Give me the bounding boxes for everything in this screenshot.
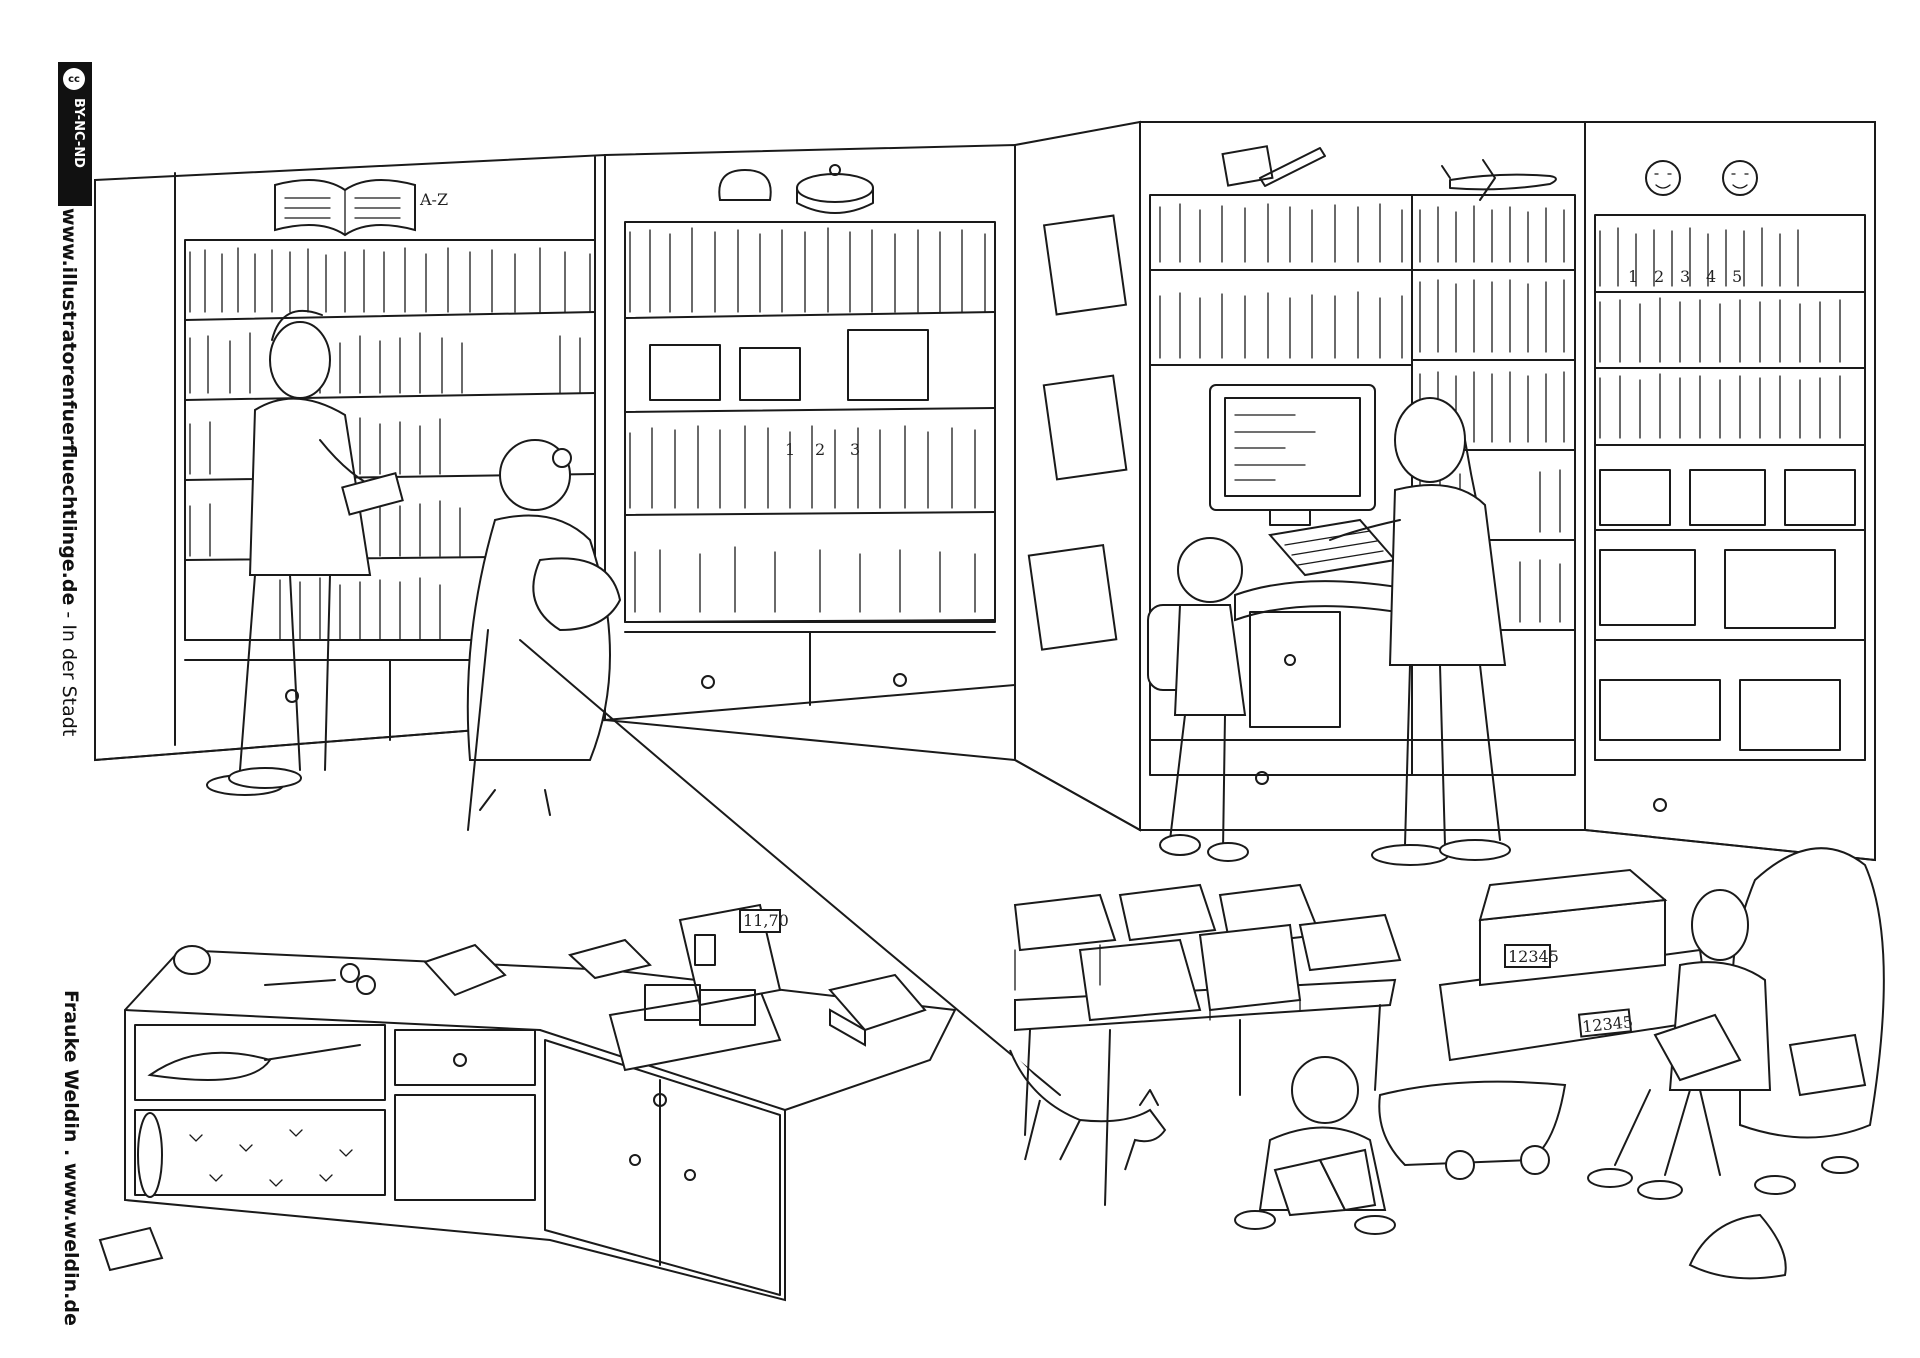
kids-faces-sign-icon [1645, 160, 1758, 196]
gift-package [423, 943, 507, 997]
woman-at-computer [1329, 397, 1511, 866]
bookseller-man [206, 310, 404, 796]
cash-register[interactable]: 11,70 [608, 903, 789, 1072]
child-reading-on-floor [1234, 1056, 1396, 1235]
dog-leash [519, 639, 1061, 1096]
computer-monitor[interactable] [1209, 384, 1376, 526]
kids-number-4: 4 [1706, 267, 1716, 286]
cooking-sign-icon [718, 164, 874, 214]
boy-with-backpack [1147, 537, 1249, 862]
scissors [264, 963, 376, 995]
shelf-number-3: 3 [850, 440, 860, 459]
dog [1009, 1049, 1167, 1171]
writing-sign-icon [1221, 145, 1326, 187]
book-table [1013, 883, 1402, 1206]
shipping-boxes: 12345 12345 [1438, 868, 1712, 1062]
kids-number-5: 5 [1732, 267, 1742, 286]
shelf-unit-right [1584, 121, 1876, 862]
books-middle-rows: 1 2 3 [629, 227, 986, 613]
book-sign-icon [274, 179, 416, 237]
tape-dispenser [173, 945, 211, 975]
note-on-floor [98, 1226, 164, 1272]
shelf-number-2: 2 [815, 440, 825, 459]
airplane-sign-icon [1441, 159, 1557, 201]
register-display: 11,70 [743, 911, 789, 930]
toy-book-cart [1378, 1080, 1567, 1180]
shelf-number-1: 1 [785, 440, 795, 459]
box-code-top: 12345 [1508, 947, 1559, 966]
side-wall-panel [1014, 120, 1141, 832]
tray [567, 938, 652, 980]
cc-icon: cc [63, 68, 85, 90]
shelf-unit-middle [604, 143, 1016, 722]
license-badge: cc BY-NC-ND [58, 62, 92, 206]
bag-on-floor [1688, 1213, 1787, 1280]
girl-reading-in-chair [1587, 889, 1867, 1200]
alphabet-sign: A-Z [419, 190, 448, 209]
old-woman-with-cane [466, 439, 622, 831]
gift-paper-roll [137, 1112, 353, 1198]
feather-duster [147, 1044, 361, 1081]
counter-books-stack [828, 973, 927, 1047]
kids-number-3: 3 [1680, 267, 1690, 286]
shop-counter [124, 948, 957, 1302]
kids-number-1: 1 [1628, 267, 1638, 286]
books-right-unit: 1 2 3 4 5 [1599, 227, 1856, 751]
kids-number-2: 2 [1654, 267, 1664, 286]
